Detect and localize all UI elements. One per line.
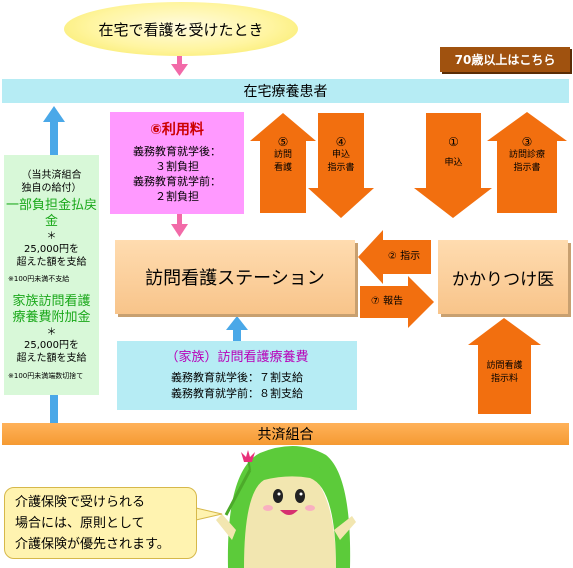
benefit-head-1: （当共済組合 (21, 170, 82, 181)
age70-button[interactable]: 70歳以上はこちら (440, 47, 570, 72)
benefit-amount-1b: 超えた額を支給 (16, 257, 87, 268)
benefit-star-2: ＊ (46, 327, 57, 338)
nursing-fee-title: （家族）訪問看護療養費 (165, 349, 309, 365)
nursing-fee-line-1: 義務教育就学後：７割支給 (171, 370, 303, 384)
arrow-3-label: ③ 訪問診療 指示書 (497, 136, 557, 175)
age70-button-label: 70歳以上はこちら (454, 53, 556, 67)
arrow-3-line2: 指示書 (513, 163, 541, 173)
benefit-amount-1a: 25,000円を (24, 244, 79, 255)
speech-line-1: 介護保険で受けられる (15, 495, 146, 510)
nursing-station-box: 訪問看護ステーション (115, 240, 355, 314)
mascot (216, 445, 356, 568)
blue-arrow-center (226, 316, 248, 342)
copay-title: ⑥利用料 (150, 121, 204, 138)
copay-line-4: ２割負担 (155, 189, 199, 203)
start-ellipse: 在宅で看護を受けたとき (64, 2, 298, 56)
arrow-7-right (360, 276, 434, 328)
benefit-star-1: ＊ (46, 231, 57, 242)
patient-bar: 在宅療養患者 (2, 79, 569, 103)
arrow-5-line1: 訪問 (273, 150, 292, 160)
copay-line-2: ３割負担 (155, 159, 199, 173)
arrow-1-down (414, 113, 492, 218)
nursing-station-label: 訪問看護ステーション (145, 268, 325, 289)
arrow-4-label: ④ 申込 指示書 (314, 136, 368, 175)
arrow-3-up (487, 112, 567, 213)
copay-line-1: 義務教育就学後： (133, 144, 221, 158)
patient-bar-label: 在宅療養患者 (243, 84, 328, 100)
arrow-4-line2: 指示書 (327, 163, 355, 173)
arrow-5-label: ⑤ 訪問 看護 (262, 136, 304, 175)
arrow-fee-label: 訪問看護 指示料 (478, 360, 531, 386)
family-doctor-label: かかりつけ医 (451, 269, 555, 290)
benefit-amount-2a: 25,000円を (24, 340, 79, 351)
arrow-fee-line2: 指示料 (490, 374, 518, 384)
benefit-item-1: 一部負担金払戻金 (5, 198, 97, 229)
speech-line-3: 介護保険が優先されます。 (15, 537, 170, 552)
arrow-fee-up (468, 318, 541, 414)
arrow-fee-line1: 訪問看護 (486, 361, 523, 371)
benefit-note-1: ※100円未満不支給 (8, 275, 70, 283)
family-doctor-box: かかりつけ医 (438, 240, 568, 314)
arrow-1-label: ① 申込 (426, 136, 481, 170)
arrow-3-line1: 訪問診療 (508, 150, 545, 160)
arrow-1-num: ① (448, 135, 459, 149)
mutual-aid-bar: 共済組合 (2, 423, 569, 445)
benefit-item-2a: 家族訪問看護 (12, 294, 91, 309)
arrow-4-down (308, 113, 374, 218)
arrow-5-line2: 看護 (273, 163, 292, 173)
benefit-panel: （当共済組合 独自の給付） 一部負担金払戻金 ＊ 25,000円を 超えた額を支… (4, 155, 99, 395)
copay-line-3: 義務教育就学前： (133, 174, 221, 188)
arrow-5-up (250, 113, 316, 213)
arrow-7-label: ⑦ 報告 (370, 296, 404, 307)
speech-bubble: 介護保険で受けられる 場合には、原則として 介護保険が優先されます。 (4, 487, 197, 559)
pink-arrow-down (171, 214, 188, 237)
benefit-note-2: ※100円未満端数切捨て (8, 372, 84, 380)
benefit-head-2: 独自の給付） (21, 183, 82, 194)
nursing-fee-box: （家族）訪問看護療養費 義務教育就学後：７割支給 義務教育就学前：８割支給 (117, 341, 357, 410)
arrow-4-num: ④ (335, 135, 347, 149)
arrow-2-label: ② 指示 (387, 251, 421, 262)
speech-line-2: 場合には、原則として (15, 516, 145, 531)
benefit-amount-2b: 超えた額を支給 (16, 353, 87, 364)
benefit-item-2b: 療養費附加金 (12, 310, 91, 325)
copay-box: ⑥利用料 義務教育就学後： ３割負担 義務教育就学前： ２割負担 (110, 112, 244, 214)
arrow-5-num: ⑤ (277, 135, 289, 149)
nursing-fee-line-2: 義務教育就学前：８割支給 (171, 386, 303, 400)
arrow-2-left (358, 230, 431, 284)
mutual-aid-bar-label: 共済組合 (257, 427, 314, 443)
arrow-3-num: ③ (521, 135, 533, 149)
start-ellipse-text: 在宅で看護を受けたとき (98, 20, 264, 39)
arrow-4-line1: 申込 (331, 150, 350, 160)
pink-arrow-top (171, 56, 188, 76)
arrow-1-line1: 申込 (444, 158, 463, 168)
